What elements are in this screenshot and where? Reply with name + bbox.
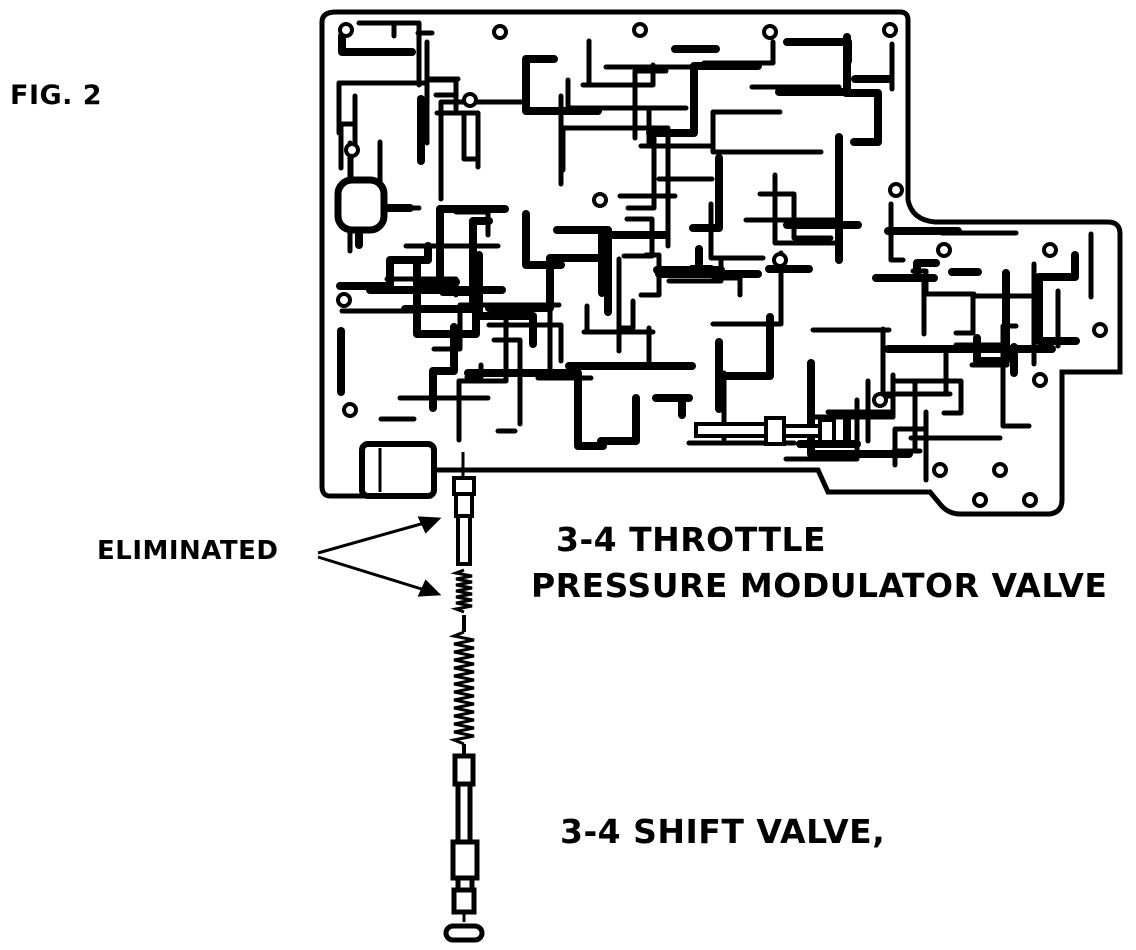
bolt-hole (592, 192, 608, 208)
fluid-channel (616, 256, 636, 354)
bolt-hole (338, 22, 354, 38)
fluid-channel (336, 80, 427, 136)
large-spring (448, 630, 475, 746)
fluid-channel (632, 68, 669, 141)
fluid-channel (638, 106, 715, 149)
bolt-holes (336, 22, 1108, 508)
fluid-channel (560, 125, 671, 249)
eliminated-label: ELIMINATED (97, 536, 279, 566)
fluid-channel (464, 369, 607, 450)
bolt-hole (882, 22, 898, 38)
fluid-channel (652, 394, 693, 419)
fluid-channel (475, 251, 537, 348)
fluid-channel (953, 342, 1010, 368)
fluid-channel (825, 378, 964, 416)
bolt-hole (992, 462, 1008, 478)
fluid-channel (356, 20, 422, 88)
fluid-channel (535, 306, 594, 381)
bolt-hole (632, 22, 648, 38)
bolt-hole (762, 24, 778, 40)
fluid-channel (625, 135, 657, 211)
fluid-channel (464, 362, 484, 380)
throttle-label-line1: 3-4 THROTTLE (556, 520, 827, 559)
small-spring (450, 568, 473, 614)
bolt-hole (936, 242, 952, 258)
figure-label: FIG. 2 (10, 80, 103, 111)
throttle-label-line2: PRESSURE MODULATOR VALVE (531, 566, 1108, 605)
fluid-channel (486, 322, 564, 364)
fluid-channels (335, 20, 1094, 483)
fluid-channel (710, 250, 784, 327)
fluid-channel (888, 201, 906, 263)
fluid-channel (336, 242, 432, 290)
bolt-hole (1032, 372, 1048, 388)
fluid-channel (485, 254, 601, 312)
fluid-channel (553, 226, 612, 316)
bolt-hole (336, 292, 352, 308)
fluid-channel (597, 394, 640, 445)
fluid-channel (772, 172, 837, 246)
bolt-hole (972, 492, 988, 508)
fluid-channel (434, 110, 481, 170)
fluid-channel (1035, 251, 1080, 345)
fluid-channel (598, 231, 670, 297)
fluid-channel (429, 323, 458, 412)
fluid-channel (456, 308, 509, 443)
fluid-channel (666, 255, 724, 284)
throttle-pressure-modulator-valve (452, 452, 476, 566)
bolt-hole (1092, 322, 1108, 338)
accumulator-port (334, 176, 388, 234)
fluid-channel (842, 89, 882, 146)
bolt-hole (344, 142, 360, 158)
fluid-channel (424, 39, 459, 112)
fluid-channel (715, 313, 774, 413)
fluid-channel (872, 259, 940, 282)
fluid-channel (453, 209, 491, 238)
fluid-channel (710, 109, 824, 155)
fluid-channel (338, 32, 416, 56)
eliminated-arrows (317, 516, 442, 597)
fluid-channel (436, 205, 509, 282)
bolt-hole (342, 402, 358, 418)
side-valve-pin (694, 416, 836, 446)
fluid-channel (522, 55, 602, 115)
fluid-channel (338, 93, 358, 171)
shift-valve-spool (443, 753, 485, 943)
fluid-channel (708, 201, 766, 261)
fluid-channel (783, 38, 852, 65)
bolt-hole (932, 462, 948, 478)
bolt-hole (888, 182, 904, 198)
fluid-channel (807, 372, 896, 420)
shift-valve-label: 3-4 SHIFT VALVE, (560, 812, 886, 851)
fluid-channel (701, 39, 776, 66)
fluid-channel (413, 261, 480, 338)
fluid-channel (892, 409, 929, 483)
fluid-channel (646, 62, 762, 137)
bolt-hole (1042, 242, 1058, 258)
bolt-hole (772, 252, 788, 268)
bolt-hole (872, 392, 888, 408)
bolt-hole (492, 24, 508, 40)
fluid-channel (891, 379, 923, 454)
fluid-channel (807, 359, 913, 458)
fluid-channel (565, 77, 689, 111)
fluid-channel (581, 303, 656, 335)
bolt-hole (1022, 492, 1038, 508)
solenoid-block (359, 441, 437, 499)
bolt-hole (462, 92, 478, 108)
